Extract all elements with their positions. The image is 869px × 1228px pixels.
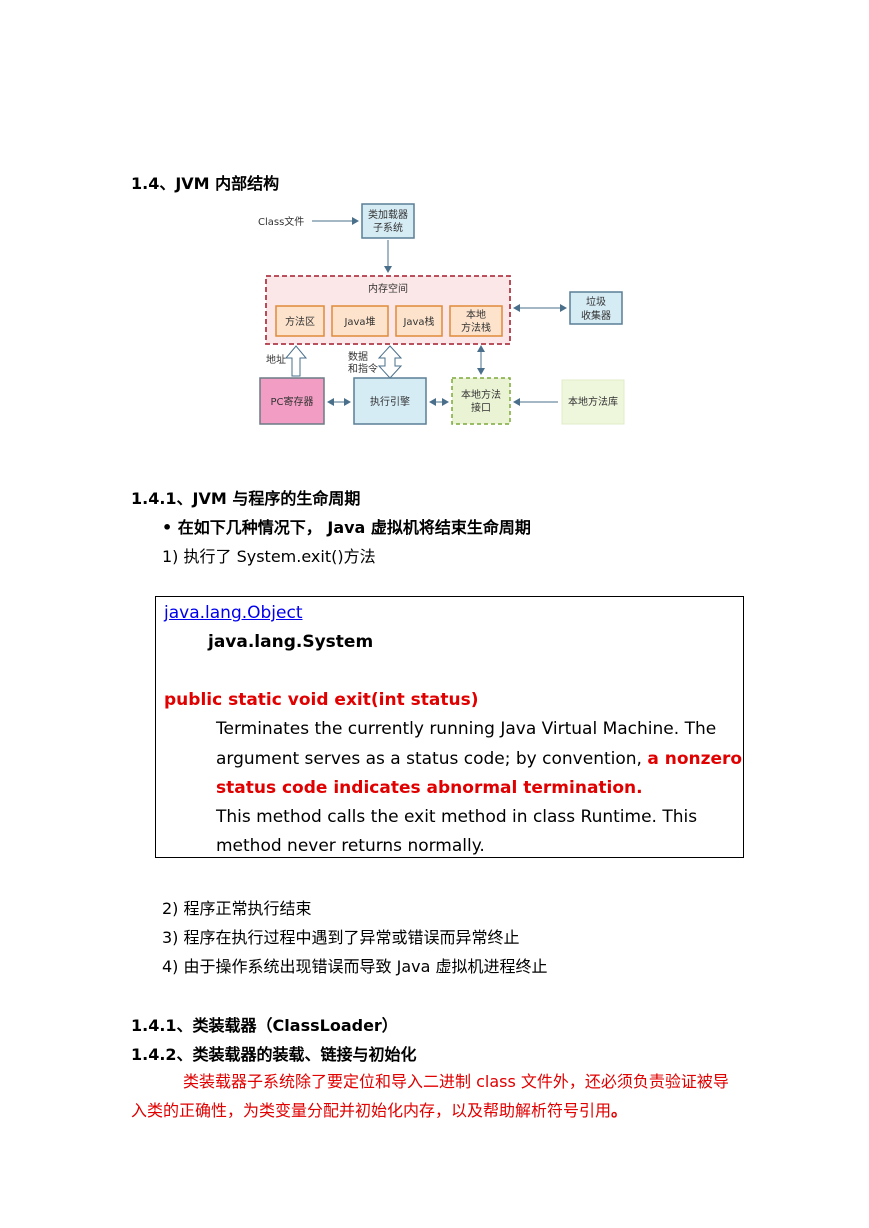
class-file-label: Class文件 <box>258 215 304 228</box>
lifecycle-item-2: 2) 程序正常执行结束 <box>162 899 312 918</box>
description-line-1: Terminates the currently running Java Vi… <box>216 719 717 739</box>
svg-text:Java栈: Java栈 <box>402 315 434 328</box>
lifecycle-title: 1.4.1、JVM 与程序的生命周期 <box>131 489 361 508</box>
method-area-box: 方法区 <box>275 305 325 337</box>
svg-text:本地方法库: 本地方法库 <box>568 395 618 408</box>
description-line-4: This method calls the exit method in cla… <box>216 807 698 827</box>
method-signature: public static void exit(int status) <box>164 690 479 710</box>
garbage-collector-box: 垃圾 收集器 <box>569 291 623 325</box>
lifecycle-bullet: • 在如下几种情况下， Java 虚拟机将结束生命周期 <box>162 518 531 537</box>
lifecycle-item-3: 3) 程序在执行过程中遇到了异常或错误而异常终止 <box>162 928 520 947</box>
class-name: java.lang.System <box>208 632 374 652</box>
svg-text:类加载器: 类加载器 <box>368 208 408 221</box>
svg-text:接口: 接口 <box>471 401 491 414</box>
native-method-stack-box: 本地 方法栈 <box>449 305 503 337</box>
svg-text:收集器: 收集器 <box>581 309 611 322</box>
class-loader-box: 类加载器 子系统 <box>361 203 415 239</box>
svg-text:子系统: 子系统 <box>373 221 403 234</box>
svg-text:本地方法: 本地方法 <box>461 388 501 401</box>
address-label: 地址 <box>266 353 286 366</box>
section-title: 1.4、JVM 内部结构 <box>131 174 280 193</box>
lifecycle-item-1: 1) 执行了 System.exit()方法 <box>162 547 376 566</box>
execution-engine-box: 执行引擎 <box>353 377 427 425</box>
javadoc-box: java.lang.Object java.lang.System public… <box>155 596 744 858</box>
classloader-paragraph: 类装载器子系统除了要定位和导入二进制 class 文件外，还必须负责验证被导入类… <box>131 1072 729 1120</box>
pc-register-box: PC寄存器 <box>259 377 325 425</box>
classloader-loading-title: 1.4.2、类装载器的装载、链接与初始化 <box>131 1045 417 1064</box>
data-and-instructions-label: 数据 <box>348 350 368 363</box>
lifecycle-item-4: 4) 由于操作系统出现错误而导致 Java 虚拟机进程终止 <box>162 957 548 976</box>
classloader-title: 1.4.1、类装载器（ClassLoader） <box>131 1016 398 1035</box>
description-line-3: status code indicates abnormal terminati… <box>216 778 643 798</box>
java-lang-object-link[interactable]: java.lang.Object <box>164 603 303 623</box>
jvm-structure-diagram: .t { font-family: "DejaVu Sans", sans-se… <box>258 203 625 425</box>
svg-text:执行引擎: 执行引擎 <box>370 395 410 408</box>
native-method-library-box: 本地方法库 <box>561 379 625 425</box>
svg-text:方法栈: 方法栈 <box>461 321 491 334</box>
java-stack-box: Java栈 <box>395 305 443 337</box>
description-line-5: method never returns normally. <box>216 836 485 856</box>
svg-text:内存空间: 内存空间 <box>368 282 408 295</box>
svg-text:和指令: 和指令 <box>348 362 378 375</box>
description-line-2: argument serves as a status code; by con… <box>216 749 743 769</box>
svg-text:PC寄存器: PC寄存器 <box>270 395 313 408</box>
java-heap-box: Java堆 <box>331 305 389 337</box>
svg-text:本地: 本地 <box>466 308 486 321</box>
svg-text:垃圾: 垃圾 <box>586 295 606 308</box>
svg-text:Java堆: Java堆 <box>343 316 375 328</box>
native-method-interface-box: 本地方法 接口 <box>451 377 511 425</box>
svg-text:方法区: 方法区 <box>285 315 315 328</box>
